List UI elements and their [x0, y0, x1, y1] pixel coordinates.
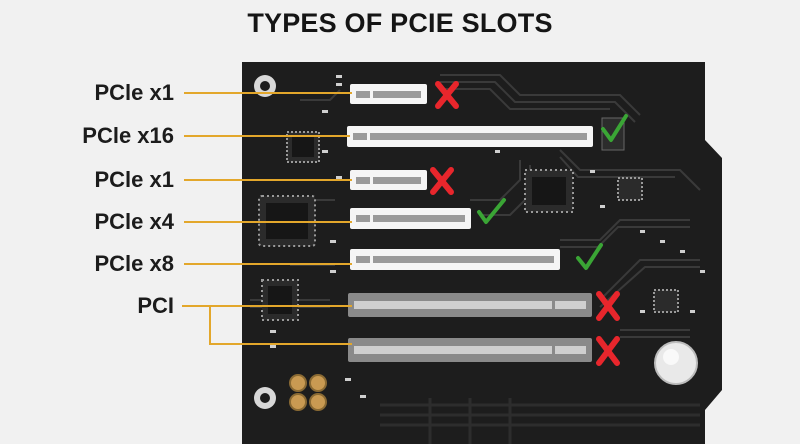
chip-mid-left	[261, 279, 299, 321]
chip-right	[617, 177, 643, 201]
mounting-hole-top	[254, 75, 276, 97]
slot-pcie-x1-top	[350, 84, 427, 104]
slot-pcie-x4	[350, 208, 471, 229]
slot-pcie-x8	[350, 249, 560, 270]
diagram-title: TYPES OF PCIE SLOTS	[247, 8, 553, 38]
slot-pci-upper	[348, 293, 592, 317]
background-traces	[380, 398, 700, 444]
cross-icon	[596, 336, 620, 366]
small-components	[270, 75, 705, 398]
slot-label-pci: PCI	[137, 293, 174, 318]
slot-label-pcie-x8: PCle x8	[94, 251, 175, 276]
chip-top-left	[286, 131, 320, 163]
slot-label-pcie-x16: PCle x16	[82, 123, 174, 148]
check-icon	[601, 114, 628, 142]
cross-icon	[430, 167, 454, 195]
cross-icon	[435, 81, 459, 109]
slot-pcie-x16	[347, 126, 593, 147]
check-icon	[576, 243, 603, 270]
cross-icon	[596, 291, 620, 321]
check-icon	[477, 198, 506, 224]
chip-center	[524, 169, 574, 213]
mounting-hole-bottom	[254, 387, 276, 409]
leader-lines	[182, 92, 352, 345]
slot-label-pcie-x4: PCle x4	[94, 209, 175, 234]
slot-pci-lower	[348, 338, 592, 362]
chip-right-lower	[653, 289, 679, 313]
slot-label-pcie-x1: PCle x1	[94, 80, 175, 105]
slot-label-pcie-x1: PCle x1	[94, 167, 175, 192]
slot-pcie-x1-mid	[350, 170, 427, 190]
cmos-battery	[654, 341, 698, 385]
capacitors	[289, 374, 327, 411]
